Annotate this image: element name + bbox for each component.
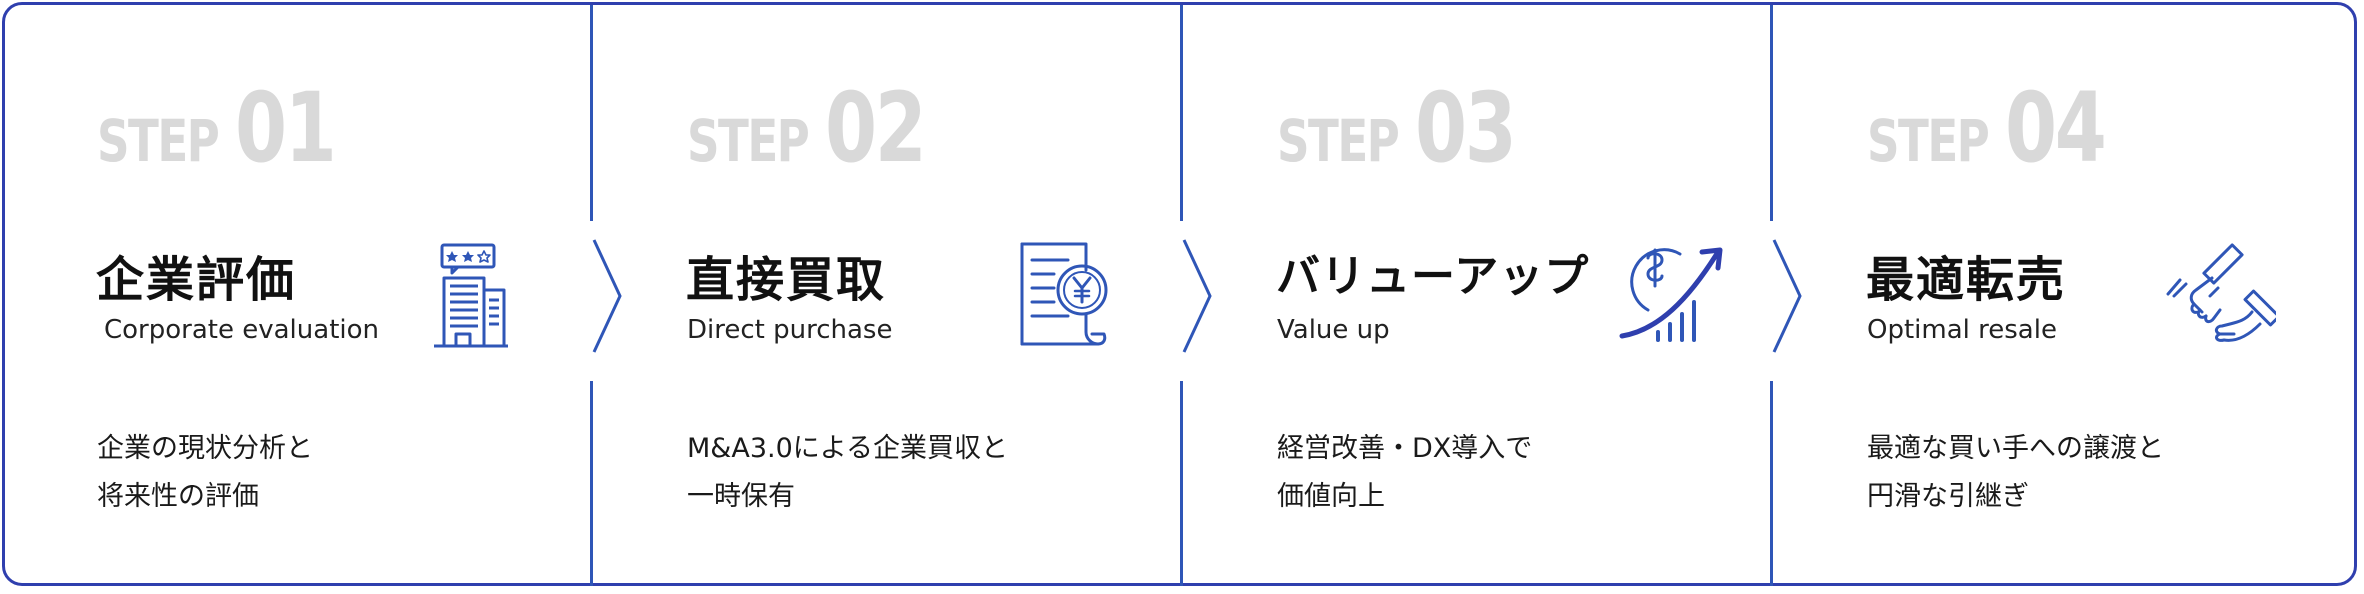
step-word: STEP — [1867, 107, 1990, 175]
step-number: 01 — [235, 72, 337, 184]
description-line: 経営改善・DX導入で — [1277, 433, 1533, 464]
step-description: 経営改善・DX導入で 価値向上 — [1277, 425, 1532, 521]
dollar-growth-icon — [1619, 247, 1723, 342]
step-title: バリューアップ — [1276, 251, 1590, 302]
description-line: 将来性の評価 — [97, 481, 259, 512]
description-line: 価値向上 — [1277, 481, 1385, 512]
step-description: 最適な買い手への譲渡と 円滑な引継ぎ — [1867, 425, 2164, 521]
step-number: 02 — [825, 72, 927, 184]
chevron-right-icon — [592, 239, 622, 353]
step-subtitle: Direct purchase — [687, 315, 893, 345]
step-word: STEP — [97, 107, 220, 175]
step-description: M&A3.0による企業買収と 一時保有 — [687, 425, 1008, 521]
description-line: 一時保有 — [687, 481, 795, 512]
description-line: 企業の現状分析と — [97, 433, 313, 464]
step-word: STEP — [687, 107, 810, 175]
description-line: 円滑な引継ぎ — [1867, 481, 2029, 512]
description-line: M&A3.0による企業買収と — [687, 433, 1008, 464]
step-subtitle: Optimal resale — [1867, 315, 2057, 345]
divider-1 — [586, 5, 597, 586]
chevron-right-icon — [1182, 239, 1212, 353]
description-line: 最適な買い手への譲渡と — [1867, 433, 2164, 464]
step-number: 04 — [2005, 72, 2107, 184]
divider-2 — [1176, 5, 1187, 586]
step-subtitle: Value up — [1277, 315, 1390, 345]
divider-3 — [1766, 5, 1777, 586]
step-title: 直接買取 — [686, 252, 887, 308]
step-number: 03 — [1415, 72, 1517, 184]
building-rating-icon — [434, 243, 508, 348]
step-word: STEP — [1277, 107, 1400, 175]
yen-document-icon — [1020, 242, 1108, 346]
step-subtitle: Corporate evaluation — [104, 315, 379, 345]
step-title: 企業評価 — [96, 252, 297, 308]
step-description: 企業の現状分析と 将来性の評価 — [97, 425, 313, 521]
step-title: 最適転売 — [1866, 252, 2067, 308]
chevron-right-icon — [1772, 239, 1802, 353]
handshake-icon — [2166, 243, 2276, 342]
